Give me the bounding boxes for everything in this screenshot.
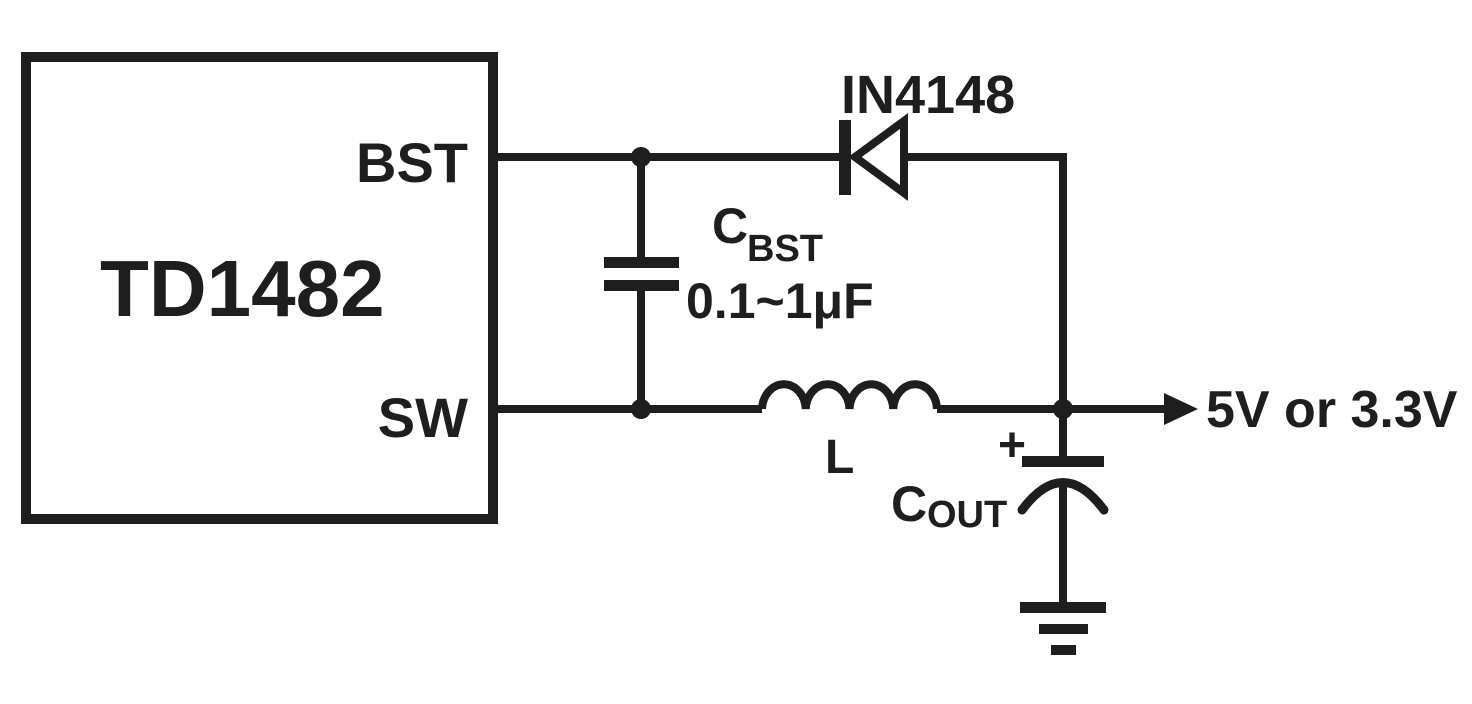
ground-bar-top <box>1020 602 1106 613</box>
inductor-label: L <box>825 431 854 484</box>
cbst-ref-subscript: BST <box>747 228 823 270</box>
sw-net <box>493 399 762 419</box>
output-terminal: 5V or 3.3V <box>1164 381 1458 439</box>
ground-bar-bottom <box>1051 645 1076 655</box>
output-voltage-label: 5V or 3.3V <box>1206 381 1458 439</box>
cbst-plate-top <box>604 257 679 268</box>
ic-pin-sw-label: SW <box>378 386 468 449</box>
ground-bar-middle <box>1039 624 1088 634</box>
ic-pin-bst-label: BST <box>356 131 468 194</box>
cbst-plate-bottom <box>604 280 679 291</box>
output-arrowhead-icon <box>1164 393 1198 425</box>
inductor: L <box>758 380 941 484</box>
sw-junction-dot <box>631 399 651 419</box>
ic-block: TD1482 BST SW <box>21 52 498 524</box>
cbst-ref-label: C <box>712 198 748 254</box>
cout-ref-subscript: OUT <box>927 494 1007 536</box>
diode-to-output-rail <box>904 153 1067 409</box>
cout-plate-top <box>1022 456 1104 467</box>
ic-outline <box>21 52 498 524</box>
inductor-coils <box>758 380 941 410</box>
diode-cathode-bar <box>839 120 851 195</box>
diode-in4148: IN4148 <box>839 65 1015 201</box>
bootstrap-capacitor: C BST 0.1~1μF <box>604 157 874 409</box>
cout-polarity-sign: + <box>998 419 1026 472</box>
cbst-value-label: 0.1~1μF <box>686 273 874 329</box>
diode-label: IN4148 <box>841 65 1015 125</box>
cout-ref-label: C <box>891 476 927 532</box>
ground-symbol <box>1020 482 1106 655</box>
ic-name-label: TD1482 <box>100 244 385 333</box>
